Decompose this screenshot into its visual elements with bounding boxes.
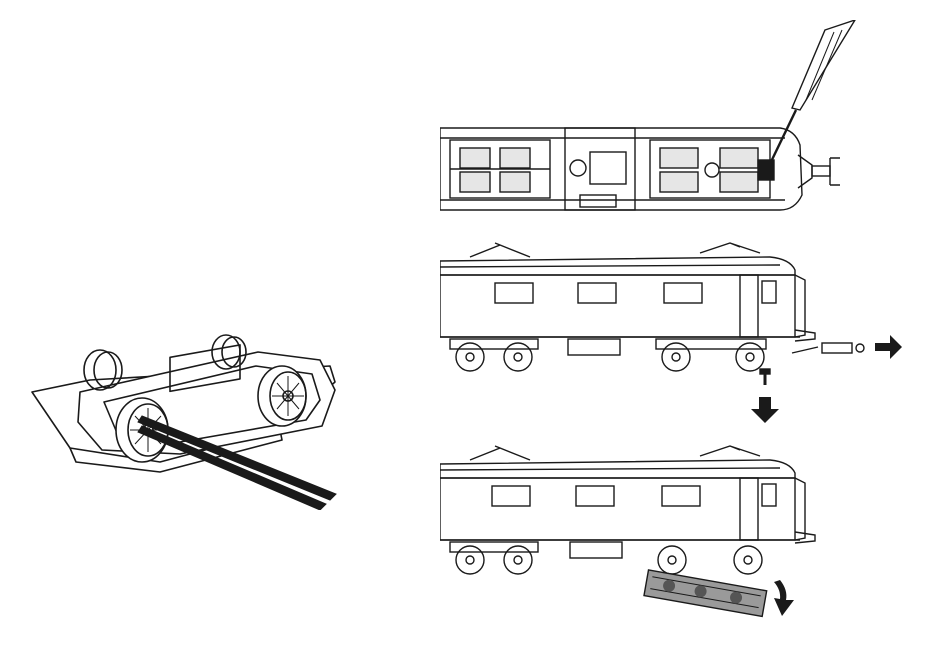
window-3 <box>664 283 702 303</box>
window-2 <box>578 283 616 303</box>
pantograph-left <box>470 446 530 460</box>
coupler-removed <box>792 343 864 353</box>
pantograph-right <box>700 446 760 456</box>
side-bogie-svg <box>440 440 910 625</box>
fuel-tank <box>570 542 622 558</box>
pantograph-left <box>470 243 530 257</box>
right-bogie <box>650 140 774 198</box>
wheel-front-right <box>258 366 306 426</box>
arrow-curved-down-icon <box>774 580 794 616</box>
arrow-down-icon <box>751 397 779 423</box>
window-1 <box>492 486 530 506</box>
arrow-right-icon <box>875 335 902 359</box>
screw <box>760 369 770 385</box>
cab-window <box>762 281 776 303</box>
bogie-right <box>656 339 766 371</box>
bogie-wheel-illustration <box>30 330 360 510</box>
bogie-left <box>450 339 538 371</box>
removed-bogie <box>644 570 767 616</box>
side-view-bogie-illustration <box>440 440 910 625</box>
body <box>440 275 795 337</box>
nose <box>795 478 805 540</box>
wheels-right <box>658 546 762 574</box>
coupler <box>798 155 840 188</box>
nose <box>795 275 805 337</box>
underside-svg <box>440 20 900 215</box>
screwdriver <box>768 20 855 168</box>
bogie-svg <box>30 330 360 510</box>
pantograph-right <box>700 243 760 253</box>
underside-illustration <box>440 20 900 215</box>
window-1 <box>495 283 533 303</box>
bogie-left <box>450 542 538 574</box>
cab-window <box>762 484 776 506</box>
door <box>740 275 758 337</box>
window-3 <box>662 486 700 506</box>
center-block <box>565 128 635 210</box>
body <box>440 478 795 540</box>
window-2 <box>576 486 614 506</box>
fuel-tank <box>568 339 620 355</box>
left-bogie <box>450 140 550 198</box>
wheel-top-left <box>84 350 122 390</box>
side-coupler-svg <box>440 235 910 425</box>
door <box>740 478 758 540</box>
side-view-coupler-illustration <box>440 235 910 425</box>
